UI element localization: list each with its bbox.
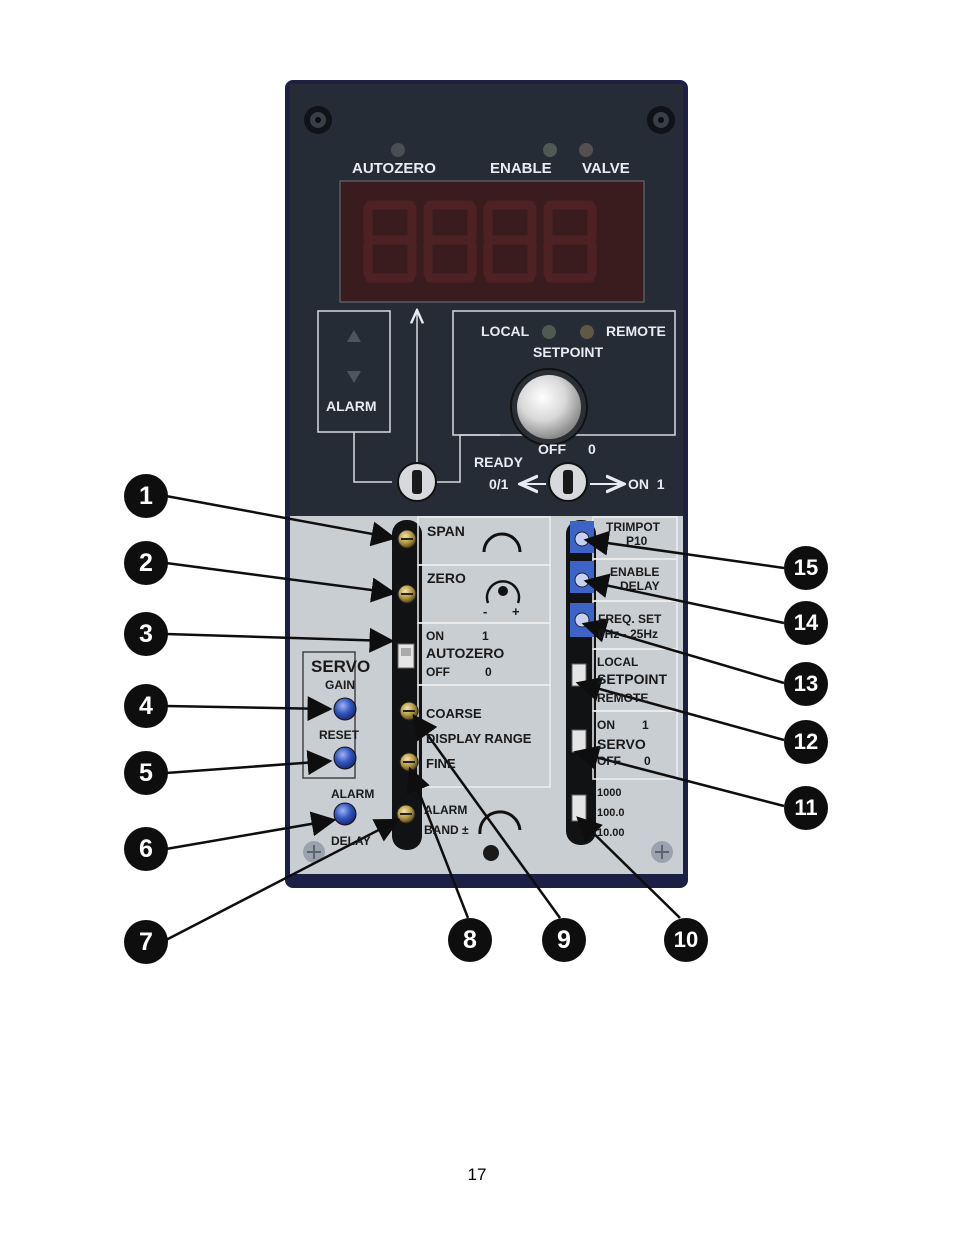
- p10-label: P10: [626, 534, 648, 548]
- autozero-off-label: OFF: [426, 665, 450, 679]
- gain-label: GAIN: [325, 678, 355, 692]
- on-one-label: ON 1: [628, 476, 665, 492]
- enable-label: ENABLE: [490, 160, 552, 177]
- alarm-up-arrow-icon: [347, 330, 361, 342]
- range-1000-label: 1000: [597, 787, 622, 799]
- servo-off-value: 0: [644, 754, 651, 768]
- alarm-band-pot: [396, 804, 416, 824]
- zero-dial-icon: [485, 580, 521, 604]
- callout-12: 12: [784, 720, 828, 764]
- enable-trim-label: ENABLE: [610, 565, 660, 579]
- remote-led: [580, 325, 594, 339]
- autozero-on-value: 1: [482, 629, 489, 643]
- off-label: OFF: [538, 441, 566, 457]
- callout-15: 15: [784, 546, 828, 590]
- alarm-delay-alarm-label: ALARM: [331, 787, 375, 801]
- span-arc-icon: [482, 532, 522, 553]
- delay-trim-label: DELAY: [620, 579, 660, 593]
- alarm-band-arc-icon: [478, 810, 522, 835]
- callout-6: 6: [124, 827, 168, 871]
- servo-reset-pot: [333, 746, 357, 770]
- servo-off-label: OFF: [597, 754, 621, 768]
- setpoint-label: SETPOINT: [533, 344, 604, 360]
- alarm-delay-delay-label: DELAY: [331, 834, 371, 848]
- power-switch: [548, 462, 588, 502]
- setpoint-switch-label: SETPOINT: [597, 671, 668, 687]
- callout-2: 2: [124, 541, 168, 585]
- zero-plus-label: +: [512, 604, 520, 619]
- screw-bottom-right: [651, 841, 673, 863]
- servo-gain-pot: [333, 697, 357, 721]
- zero-one-label: 0/1: [489, 476, 509, 492]
- callout-leaders: [165, 494, 785, 942]
- callout-13: 13: [784, 662, 828, 706]
- ready-switch: [397, 462, 437, 502]
- range-100-label: 100.0: [597, 807, 625, 819]
- screw-bottom-left: [303, 841, 325, 863]
- autozero-on-label: ON: [426, 629, 444, 643]
- screw-top-right: [647, 106, 675, 134]
- display-digits: [363, 200, 597, 283]
- enable-delay-trimpot: [570, 561, 594, 593]
- callout-5: 5: [124, 751, 168, 795]
- zero-label: ZERO: [427, 570, 466, 586]
- servo-label: SERVO: [311, 657, 371, 676]
- servo-switch: [571, 729, 587, 753]
- coarse-label: COARSE: [426, 706, 482, 721]
- freq-set-trimpot: [570, 603, 594, 637]
- valve-led: [579, 143, 593, 157]
- trimpot-label: TRIMPOT: [606, 520, 660, 534]
- remote-label: REMOTE: [606, 323, 666, 339]
- callout-1: 1: [124, 474, 168, 518]
- setpoint-knob: [510, 368, 588, 446]
- zero-pot: [397, 584, 417, 604]
- trimpot-p10: [570, 521, 594, 553]
- local-switch-label: LOCAL: [597, 655, 639, 669]
- reset-label: RESET: [319, 728, 360, 742]
- autozero-switch: [397, 643, 415, 669]
- mount-hole: [483, 845, 499, 861]
- enable-led: [543, 143, 557, 157]
- remote-switch-label: REMOTE: [597, 691, 649, 705]
- fine-pot: [399, 752, 419, 772]
- ready-label: READY: [474, 454, 524, 470]
- local-led: [542, 325, 556, 339]
- callout-14: 14: [784, 601, 828, 645]
- range-10-label: 10.00: [597, 827, 625, 839]
- callout-9: 9: [542, 918, 586, 962]
- alarm-down-arrow-icon: [347, 371, 361, 383]
- alarm-label: ALARM: [326, 398, 377, 414]
- screw-top-left: [304, 106, 332, 134]
- band-label: BAND ±: [424, 823, 469, 837]
- display-range-label: DISPLAY RANGE: [426, 731, 532, 746]
- freq-set-label: FREQ. SET: [598, 612, 662, 626]
- callout-4: 4: [124, 684, 168, 728]
- freq-range-label: 0Hz - 25Hz: [598, 627, 659, 641]
- zero-minus-label: -: [483, 604, 488, 619]
- servo-on-value: 1: [642, 718, 649, 732]
- callout-8: 8: [448, 918, 492, 962]
- autozero-led: [391, 143, 405, 157]
- callout-11: 11: [784, 786, 828, 830]
- callout-10: 10: [664, 918, 708, 962]
- autozero-switch-label: AUTOZERO: [426, 645, 505, 661]
- valve-label: VALVE: [582, 160, 630, 177]
- page-number: 17: [467, 1165, 487, 1184]
- fine-label: FINE: [426, 756, 456, 771]
- span-pot: [397, 529, 417, 549]
- callout-7: 7: [124, 920, 168, 964]
- off-zero-label: 0: [588, 441, 596, 457]
- local-label: LOCAL: [481, 323, 530, 339]
- alarm-delay-pot: [333, 802, 357, 826]
- callout-3: 3: [124, 612, 168, 656]
- range-switch: [571, 794, 587, 822]
- alarm-band-label: ALARM: [424, 803, 468, 817]
- servo-on-label: ON: [597, 718, 615, 732]
- autozero-label: AUTOZERO: [352, 160, 436, 177]
- autozero-off-value: 0: [485, 665, 492, 679]
- span-label: SPAN: [427, 523, 465, 539]
- servo-switch-label: SERVO: [597, 736, 646, 752]
